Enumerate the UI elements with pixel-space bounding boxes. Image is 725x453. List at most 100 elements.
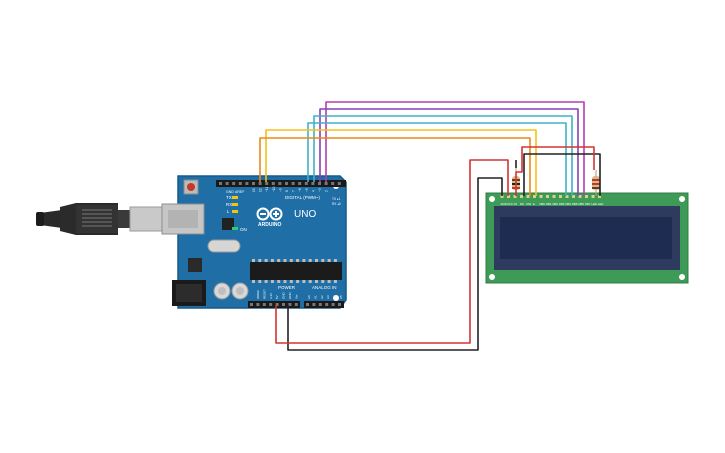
header-pin[interactable] [288,303,292,306]
wire-magenta[interactable] [325,101,585,196]
header-pin[interactable] [275,303,279,306]
lcd-pin-label: GND [501,202,507,206]
header-pin[interactable] [312,303,316,306]
header-pin[interactable] [337,182,341,185]
digital-pin-label: 8 [285,190,289,192]
header-pin[interactable] [338,303,341,306]
usb-cable[interactable] [36,203,165,235]
header-pin[interactable] [331,182,335,185]
usb-grip-icon [82,209,112,227]
analog-pin-label: A1 [313,295,317,299]
lcd-pin[interactable] [572,195,575,198]
chip-leg [333,280,337,283]
crystal-oscillator [207,239,241,253]
chip-leg [296,259,300,262]
header-pin[interactable] [291,182,295,185]
header-pin[interactable] [258,182,262,185]
lcd-pin[interactable] [520,195,523,198]
lcd-pin[interactable] [559,195,562,198]
digital-pin-label: 12 [259,188,263,192]
lcd-pin[interactable] [500,195,504,198]
resistor-backlight[interactable] [592,170,600,196]
header-pin[interactable] [269,303,273,306]
lcd-pin[interactable] [526,195,530,198]
wire-yellow[interactable] [265,129,537,196]
wire-orange[interactable] [259,137,531,196]
wire-red-backlight[interactable] [515,146,595,196]
chip-leg [289,280,293,283]
wire-purple[interactable] [319,108,579,196]
chip-leg [327,280,331,283]
reset-button[interactable] [183,179,199,195]
wire-cyan-2[interactable] [307,122,567,196]
header-pin[interactable] [219,182,222,185]
header-pin[interactable] [250,303,253,306]
chip-leg [321,280,325,283]
wire-cyan-1[interactable] [313,115,573,196]
lcd-pin[interactable] [552,195,556,198]
chip-leg [289,259,293,262]
rx-pin-label: RX ◂0 [332,202,341,206]
mounting-hole [489,196,495,202]
lcd-pin[interactable] [507,195,510,198]
chip-leg [252,280,255,283]
lcd-pin[interactable] [578,195,582,198]
mounting-hole [679,196,685,202]
lcd-pin-label: RW [527,202,532,206]
header-pin[interactable] [311,182,315,185]
lcd-pin[interactable] [546,195,549,198]
header-pin[interactable] [252,182,255,185]
lcd-pin[interactable] [513,195,517,198]
header-pin[interactable] [271,182,275,185]
chip-leg [270,259,274,262]
lcd-pin[interactable] [598,195,601,198]
lcd-pin[interactable] [585,195,588,198]
lcd-pin[interactable] [533,195,536,198]
header-pin[interactable] [256,303,260,306]
lcd-pin[interactable] [539,195,543,198]
header-pin[interactable] [298,182,302,185]
lcd-pin-label: DB5 [572,202,578,206]
header-pin[interactable] [282,303,285,306]
header-pin[interactable] [262,303,266,306]
lcd-pin-label: RS [520,202,524,206]
chip-leg [308,280,312,283]
header-pin[interactable] [285,182,288,185]
chip-leg [302,259,306,262]
power-pin-label: GND [282,292,286,300]
power-pin-label: GND [288,292,292,300]
header-pin[interactable] [325,303,329,306]
lcd-pin[interactable] [565,195,569,198]
digital-pin-label: 7 [292,190,296,192]
header-pin[interactable] [306,303,309,306]
digital-pin-label: 13 [252,188,256,192]
chip-leg [264,280,268,283]
chip-leg [252,259,255,262]
header-pin[interactable] [331,303,335,306]
header-pin[interactable] [245,182,249,185]
header-pin[interactable] [278,182,282,185]
header-pin[interactable] [318,303,322,306]
header-pin[interactable] [318,182,321,185]
dc-power-jack [172,280,206,306]
power-pin-label: Vin [294,294,298,299]
tx-pin-label: TX ▸1 [332,197,341,201]
atmega16u2-chip [222,218,234,230]
header-pin[interactable] [238,182,242,185]
rx-label: RX [226,202,232,207]
lcd-pin[interactable] [591,195,595,198]
header-pin[interactable] [232,182,236,185]
wire-red-5v[interactable] [275,159,509,344]
header-pin[interactable] [324,182,328,185]
wire-black-rw[interactable] [523,153,601,196]
header-pin[interactable] [265,182,269,185]
mounting-hole [679,274,685,280]
gnd-label: GND [226,190,234,194]
header-pin[interactable] [225,182,229,185]
header-pin[interactable] [294,303,298,306]
digital-pin-label: ~9 [278,188,282,192]
header-pin[interactable] [304,182,308,185]
digital-pwm-label: DIGITAL (PWM~) [285,195,320,200]
